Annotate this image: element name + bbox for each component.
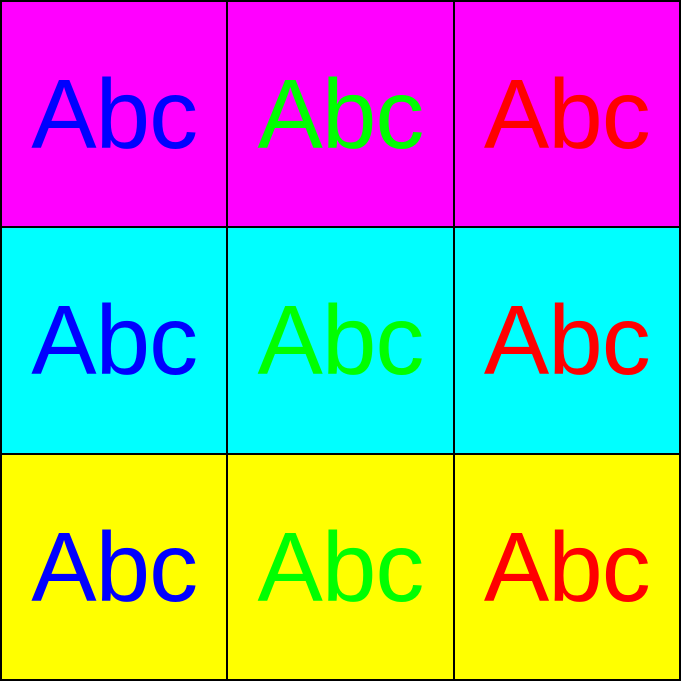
grid-cell-r1c1: Abc	[2, 2, 227, 227]
grid-cell-r3c3: Abc	[454, 454, 679, 679]
grid-cell-r1c3: Abc	[454, 2, 679, 227]
grid-cell-r2c1: Abc	[2, 228, 227, 453]
grid-cell-r3c1: Abc	[2, 454, 227, 679]
grid-cell-r2c2: Abc	[228, 228, 453, 453]
grid-cell-r2c3: Abc	[454, 228, 679, 453]
grid-cell-r1c2: Abc	[228, 2, 453, 227]
grid-cell-r3c2: Abc	[228, 454, 453, 679]
